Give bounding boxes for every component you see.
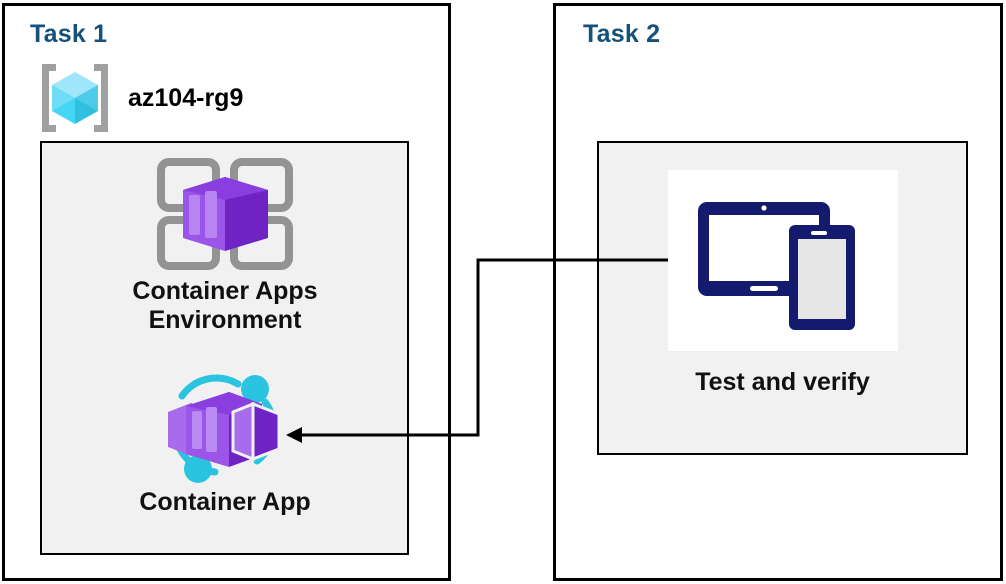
container-apps-environment-label: Container Apps Environment [132, 277, 318, 334]
task-2-title: Task 2 [583, 20, 661, 48]
test-and-verify-node: Test and verify [640, 170, 925, 397]
test-devices-icon [667, 170, 898, 351]
resource-group-name: az104-rg9 [128, 83, 244, 112]
container-app-icon [149, 368, 301, 486]
container-apps-environment-node: Container Apps Environment [55, 155, 395, 335]
resource-group-icon [36, 61, 114, 135]
container-apps-environment-icon [150, 155, 300, 273]
test-and-verify-label: Test and verify [695, 368, 870, 396]
container-app-label: Container App [139, 488, 311, 516]
container-app-node: Container App [55, 368, 395, 517]
task-1-title: Task 1 [30, 20, 108, 48]
resource-group-header: az104-rg9 [36, 60, 316, 136]
